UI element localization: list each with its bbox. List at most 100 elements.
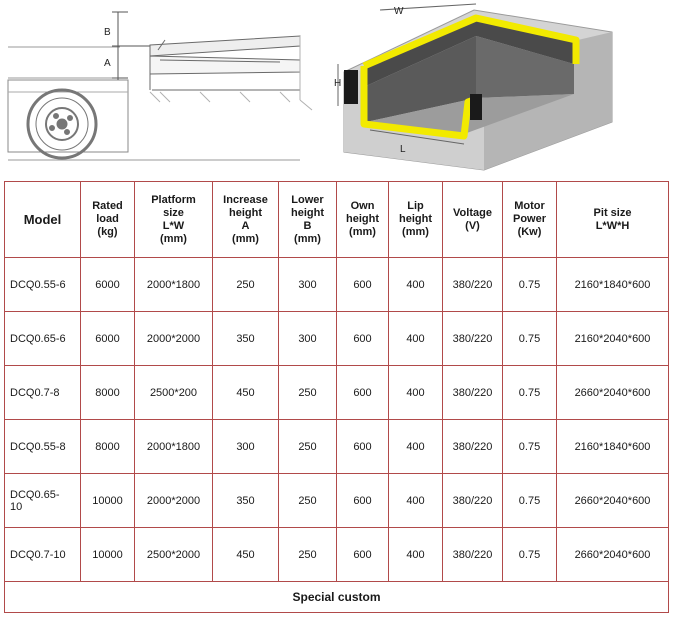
model-cell: DCQ0.65-10 bbox=[4, 473, 81, 528]
header-own-line: height bbox=[346, 213, 379, 225]
cell-load: 8000 bbox=[80, 365, 135, 420]
header-increase-line: height bbox=[229, 206, 262, 219]
cell-own: 600 bbox=[336, 527, 389, 582]
header-pit-line: L*W*H bbox=[595, 219, 630, 232]
special-custom-cell: Special custom bbox=[4, 581, 669, 613]
header-platform-line: (mm) bbox=[160, 232, 187, 245]
cell-lip: 400 bbox=[388, 311, 443, 366]
header-model: Model bbox=[4, 181, 81, 258]
cell-load: 8000 bbox=[80, 419, 135, 474]
cell-pit: 2660*2040*600 bbox=[556, 365, 669, 420]
model-line: DCQ0.65-6 bbox=[10, 332, 66, 345]
cell-motor: 0.75 bbox=[502, 527, 557, 582]
dimension-w-label: W bbox=[394, 6, 404, 17]
cell-increase: 350 bbox=[212, 311, 279, 366]
model-cell: DCQ0.55-6 bbox=[4, 257, 81, 312]
cell-voltage: 380/220 bbox=[442, 311, 503, 366]
table-footer-row: Special custom bbox=[4, 581, 669, 613]
figures-area: B A bbox=[0, 0, 680, 180]
cell-pit: 2160*1840*600 bbox=[556, 257, 669, 312]
cell-lip: 400 bbox=[388, 473, 443, 528]
header-pit-line: Pit size bbox=[593, 206, 632, 219]
header-load-line: (kg) bbox=[97, 226, 118, 238]
cell-load: 10000 bbox=[80, 527, 135, 582]
header-increase-line: A bbox=[241, 219, 250, 232]
header-motor-line: Motor bbox=[514, 200, 545, 212]
header-lower-line: B bbox=[303, 219, 312, 232]
model-line: 10 bbox=[10, 500, 23, 513]
cell-own: 600 bbox=[336, 419, 389, 474]
model-cell: DCQ0.7-10 bbox=[4, 527, 81, 582]
model-cell: DCQ0.55-8 bbox=[4, 419, 81, 474]
cell-increase: 300 bbox=[212, 419, 279, 474]
cell-platform: 2500*200 bbox=[134, 365, 213, 420]
header-voltage: Voltage(V) bbox=[442, 181, 503, 258]
header-lower-line: (mm) bbox=[294, 232, 321, 245]
cell-lower: 300 bbox=[278, 311, 337, 366]
model-cell: DCQ0.65-6 bbox=[4, 311, 81, 366]
model-line: DCQ0.7-10 bbox=[10, 548, 66, 561]
model-line: DCQ0.65- bbox=[10, 488, 60, 501]
header-load-line: load bbox=[96, 213, 119, 225]
model-line: DCQ0.7-8 bbox=[10, 386, 60, 399]
model-line: DCQ0.55-6 bbox=[10, 278, 66, 291]
cell-motor: 0.75 bbox=[502, 257, 557, 312]
cell-platform: 2000*1800 bbox=[134, 419, 213, 474]
header-lip-line: Lip bbox=[407, 200, 424, 212]
cell-pit: 2160*2040*600 bbox=[556, 311, 669, 366]
model-line: DCQ0.55-8 bbox=[10, 440, 66, 453]
cell-lip: 400 bbox=[388, 257, 443, 312]
cell-own: 600 bbox=[336, 257, 389, 312]
header-lip-line: (mm) bbox=[402, 226, 429, 238]
cell-lower: 250 bbox=[278, 419, 337, 474]
cell-load: 6000 bbox=[80, 257, 135, 312]
cell-lower: 250 bbox=[278, 527, 337, 582]
cell-lower: 250 bbox=[278, 365, 337, 420]
cell-load: 6000 bbox=[80, 311, 135, 366]
cell-platform: 2000*1800 bbox=[134, 257, 213, 312]
cell-increase: 250 bbox=[212, 257, 279, 312]
model-cell: DCQ0.7-8 bbox=[4, 365, 81, 420]
cell-lip: 400 bbox=[388, 527, 443, 582]
header-load-line: Rated bbox=[92, 200, 123, 212]
cell-lower: 300 bbox=[278, 257, 337, 312]
dimension-l-label: L bbox=[400, 144, 406, 155]
cell-load: 10000 bbox=[80, 473, 135, 528]
header-model-line: Model bbox=[23, 212, 62, 227]
truck-wheel bbox=[26, 88, 98, 160]
header-voltage-line: Voltage bbox=[453, 206, 492, 219]
cell-own: 600 bbox=[336, 311, 389, 366]
header-platform-line: size bbox=[163, 206, 184, 219]
header-lower-line: height bbox=[291, 206, 324, 219]
dimension-b-label: B bbox=[104, 27, 111, 38]
header-increase-line: (mm) bbox=[232, 232, 259, 245]
header-platform-line: L*W bbox=[162, 219, 185, 232]
header-voltage-line: (V) bbox=[465, 219, 480, 232]
header-lower-line: Lower bbox=[291, 193, 324, 206]
pit-3d-diagram: W H L bbox=[334, 3, 613, 171]
cell-motor: 0.75 bbox=[502, 365, 557, 420]
cell-pit: 2160*1840*600 bbox=[556, 419, 669, 474]
cell-voltage: 380/220 bbox=[442, 473, 503, 528]
cell-lip: 400 bbox=[388, 419, 443, 474]
cell-voltage: 380/220 bbox=[442, 527, 503, 582]
cell-lower: 250 bbox=[278, 473, 337, 528]
cell-increase: 350 bbox=[212, 473, 279, 528]
cell-increase: 450 bbox=[212, 365, 279, 420]
cell-motor: 0.75 bbox=[502, 311, 557, 366]
